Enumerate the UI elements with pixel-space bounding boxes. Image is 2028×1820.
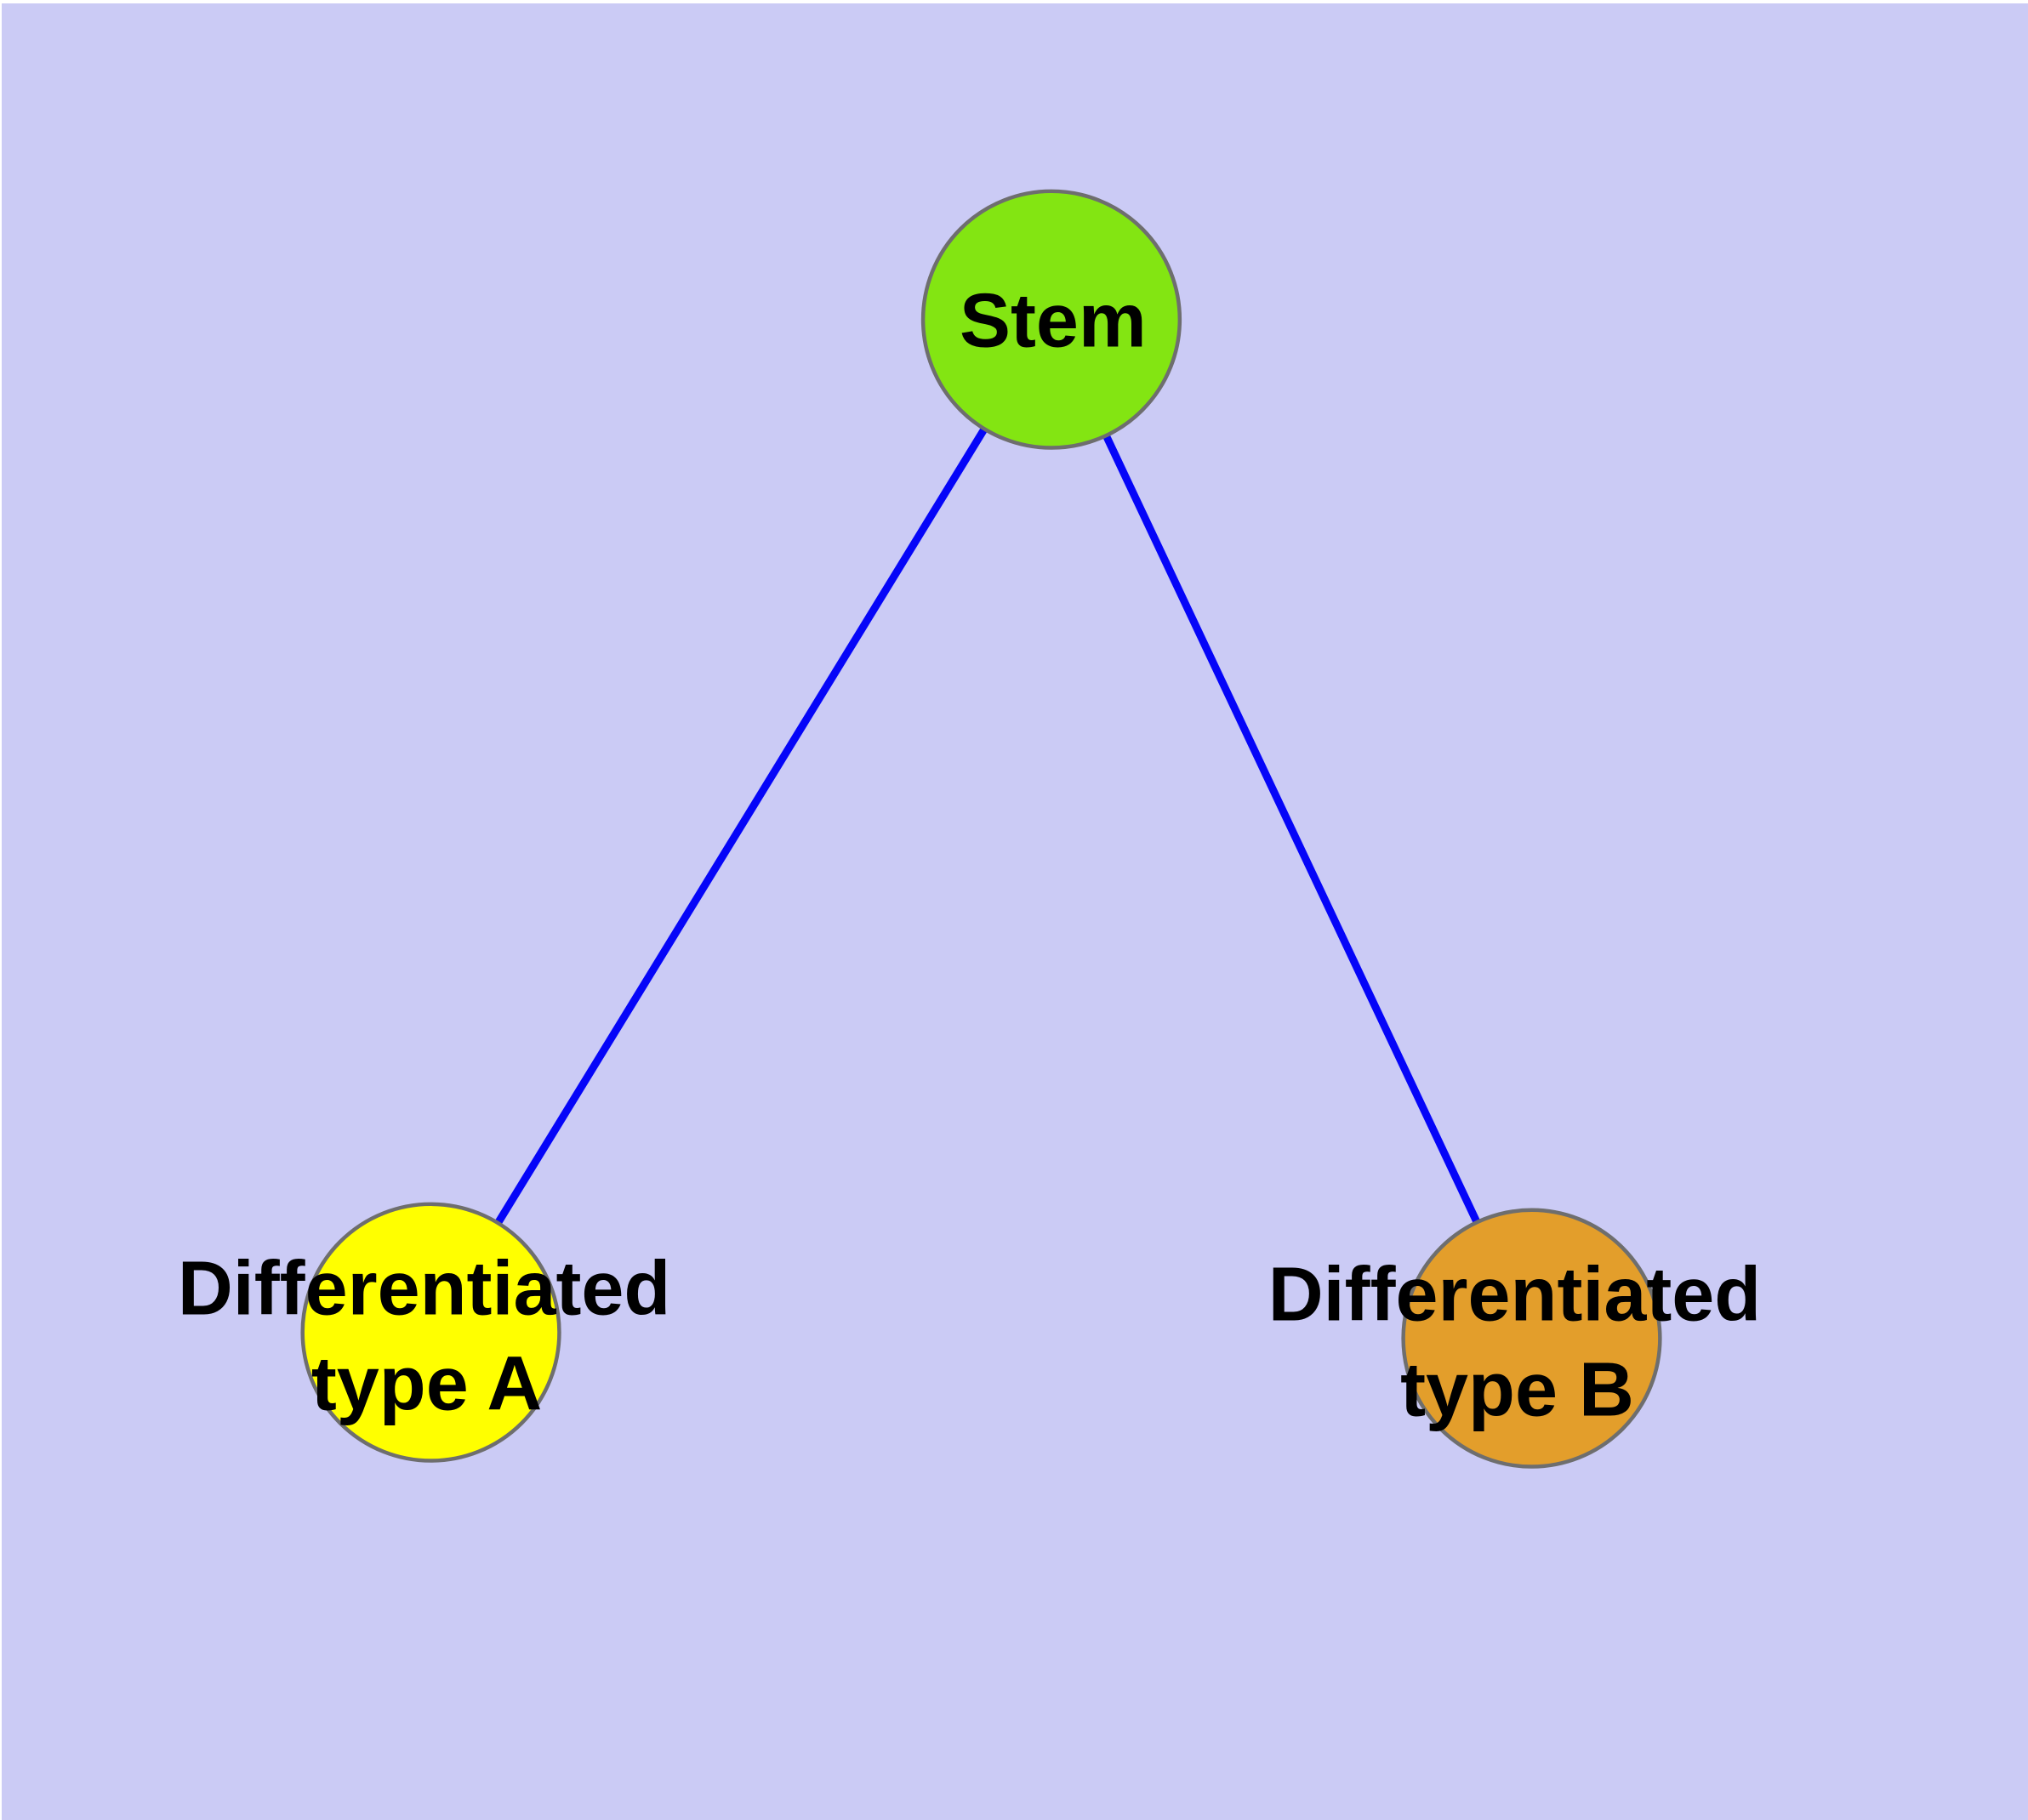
node-differentiated-type-a-label-line1: Differentiated (178, 1247, 670, 1332)
node-differentiated-type-b-label-line2: type B (1400, 1348, 1634, 1433)
edge-layer (427, 317, 1535, 1340)
node-differentiated-type-a-label-line2: type A (311, 1342, 542, 1427)
node-stem: Stem (920, 189, 1182, 450)
edge-stem-to-type-a (427, 317, 1055, 1335)
node-differentiated-type-a-circle (300, 1202, 561, 1463)
node-differentiated-type-b-label-line1: Differentiated (1268, 1253, 1761, 1338)
node-differentiated-type-a: Differentiated type A (178, 1202, 670, 1463)
node-differentiated-type-b-circle (1401, 1208, 1662, 1469)
node-differentiated-type-b: Differentiated type B (1268, 1208, 1761, 1469)
node-stem-label: Stem (960, 279, 1147, 364)
node-stem-circle (920, 189, 1182, 450)
diagram-svg: Stem Differentiated type A Differentiate… (2, 3, 2028, 1820)
edge-stem-to-type-b (1047, 317, 1535, 1340)
